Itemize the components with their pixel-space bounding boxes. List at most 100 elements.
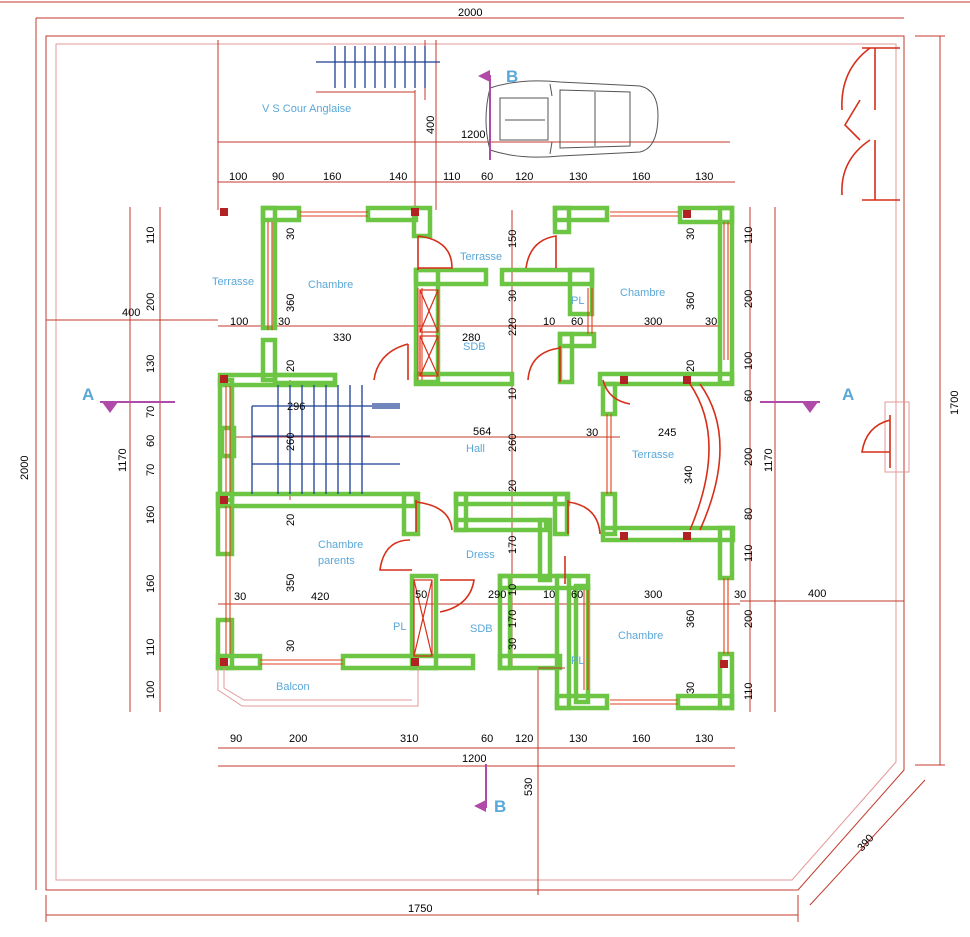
interior-dim: 30 xyxy=(734,589,746,601)
interior-dim: 20 xyxy=(507,480,519,492)
interior-dim: 30 xyxy=(234,591,246,603)
label-chambre-bottom: Chambre xyxy=(618,630,663,642)
room-labels: V S Cour Anglaise Terrasse Terrasse Terr… xyxy=(212,103,674,693)
label-sdb-bottom: SDB xyxy=(470,623,493,635)
interior-dim: 50 xyxy=(415,589,427,601)
interior-dim: 30 xyxy=(705,316,717,328)
dim-center-bottom: 1200 xyxy=(462,753,486,765)
bottom-dim: 160 xyxy=(632,733,650,745)
bottom-dim: 60 xyxy=(481,733,493,745)
left-dim: 160 xyxy=(145,506,157,524)
interior-dim: 30 xyxy=(685,682,697,694)
label-sdb-top: SDB xyxy=(463,341,486,353)
dim-bottom-offset: 530 xyxy=(523,778,535,796)
right-dim-chain: 110 200 100 60 200 80 110 200 110 xyxy=(743,226,755,700)
dim-left-height: 2000 xyxy=(19,456,31,480)
label-chambre-right: Chambre xyxy=(620,287,665,299)
label-chambre-left: Chambre xyxy=(308,279,353,291)
bottom-dim-chain: 90 200 310 60 120 130 160 130 xyxy=(230,733,713,745)
label-terrasse-right: Terrasse xyxy=(632,449,674,461)
interior-dim: 100 xyxy=(230,316,248,328)
left-dim: 130 xyxy=(145,355,157,373)
interior-dim: 330 xyxy=(333,332,351,344)
interior-dim: 360 xyxy=(285,294,297,312)
bottom-dim: 120 xyxy=(515,733,533,745)
interior-dim: 30 xyxy=(586,427,598,439)
interior-dim: 20 xyxy=(285,514,297,526)
interior-dim: 245 xyxy=(658,427,676,439)
label-pl-bottom-left: PL xyxy=(393,621,406,633)
closets xyxy=(413,289,439,657)
interior-dim: 260 xyxy=(285,433,297,451)
left-dim: 100 xyxy=(145,681,157,699)
interior-dim: 360 xyxy=(685,610,697,628)
interior-dim: 10 xyxy=(543,589,555,601)
bottom-dim: 130 xyxy=(695,733,713,745)
dim-bottom-width: 1750 xyxy=(408,903,432,915)
top-dim: 160 xyxy=(323,171,341,183)
bottom-dim: 130 xyxy=(569,733,587,745)
interior-dim: 280 xyxy=(462,332,480,344)
balcon-outline xyxy=(217,667,565,707)
interior-dim: 10 xyxy=(507,584,519,596)
dim-right-height: 1700 xyxy=(949,391,961,415)
interior-dim: 30 xyxy=(685,228,697,240)
right-dim: 110 xyxy=(743,226,755,244)
interior-dim: 30 xyxy=(285,640,297,652)
interior-dim: 350 xyxy=(285,574,297,592)
top-dim: 140 xyxy=(389,171,407,183)
walls xyxy=(215,205,736,711)
label-pl-top: PL xyxy=(571,295,584,307)
interior-dim: 300 xyxy=(644,316,662,328)
top-dim-chain: 100 90 160 140 110 60 120 130 160 130 xyxy=(229,171,713,183)
interior-dim: 10 xyxy=(507,388,519,400)
cour-anglaise xyxy=(217,40,730,210)
dim-top-offset: 400 xyxy=(425,116,437,134)
right-dim: 200 xyxy=(743,448,755,466)
dim-house-height-left: 1170 xyxy=(117,448,129,472)
section-a-right: A xyxy=(842,385,854,404)
main-stairs xyxy=(251,385,400,494)
section-a-left: A xyxy=(82,385,94,404)
top-dim: 90 xyxy=(272,171,284,183)
left-dim: 60 xyxy=(145,435,157,447)
top-stairs xyxy=(316,46,440,88)
top-dim: 160 xyxy=(632,171,650,183)
side-door xyxy=(861,401,910,473)
dim-top-width: 2000 xyxy=(458,7,482,19)
interior-dim: 60 xyxy=(571,316,583,328)
interior-dim: 296 xyxy=(287,401,305,413)
top-dim: 130 xyxy=(569,171,587,183)
bottom-dim: 90 xyxy=(230,733,242,745)
interior-dim: 420 xyxy=(311,591,329,603)
left-dim: 200 xyxy=(145,293,157,311)
bottom-dim: 310 xyxy=(400,733,418,745)
gate-doors xyxy=(841,47,900,201)
left-dim-chain: 110 200 130 70 60 70 160 160 110 100 xyxy=(145,226,157,699)
interior-dim: 30 xyxy=(285,228,297,240)
label-dress: Dress xyxy=(466,549,495,561)
top-dim: 120 xyxy=(515,171,533,183)
section-b-top: B xyxy=(506,67,518,86)
interior-dim: 30 xyxy=(278,316,290,328)
dim-lines xyxy=(46,181,904,895)
left-dim: 110 xyxy=(145,226,157,244)
windows xyxy=(225,211,729,705)
section-b-bottom: B xyxy=(494,797,506,816)
interior-dim: 20 xyxy=(285,360,297,372)
interior-dims: 30 360 100 30 330 20 150 220 30 280 10 6… xyxy=(230,228,746,694)
top-dim: 130 xyxy=(695,171,713,183)
interior-dim: 150 xyxy=(507,230,519,248)
top-dim: 100 xyxy=(229,171,247,183)
left-dim: 110 xyxy=(145,638,157,656)
left-dim: 70 xyxy=(145,464,157,476)
interior-dim: 564 xyxy=(473,426,491,438)
label-terrasse-top: Terrasse xyxy=(460,251,502,263)
label-cour: V S Cour Anglaise xyxy=(262,103,351,115)
left-dim: 70 xyxy=(145,406,157,418)
label-balcon: Balcon xyxy=(276,681,310,693)
car-icon xyxy=(485,80,659,158)
right-dim: 110 xyxy=(743,682,755,700)
